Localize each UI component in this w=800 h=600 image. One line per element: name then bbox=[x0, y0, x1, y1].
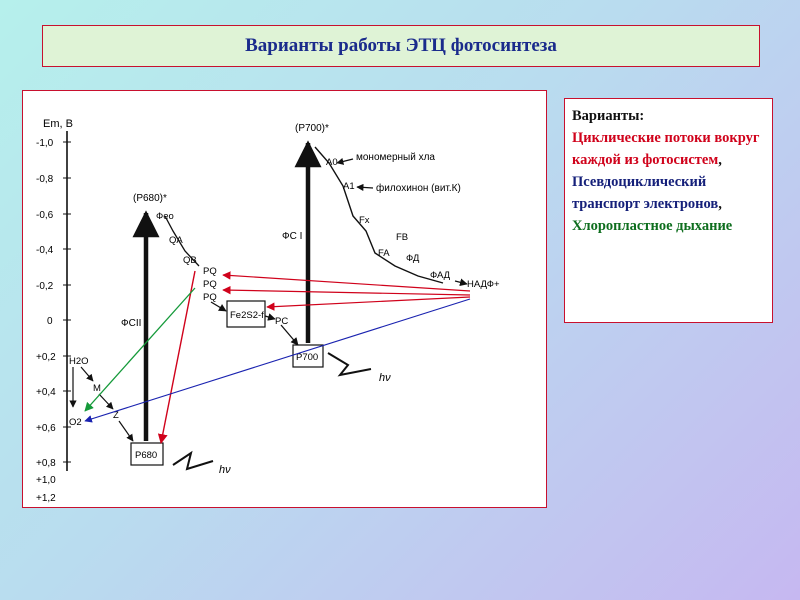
pseudocyclic-arrow bbox=[84, 298, 471, 423]
a1-label: A1 bbox=[343, 181, 355, 192]
variant-cyclic-text: Циклические потоки вокруг каждой из фото… bbox=[572, 130, 760, 168]
hv-label-ps2: hν bbox=[219, 464, 231, 476]
light-wave-icon bbox=[172, 450, 214, 471]
m-to-z-arrow bbox=[98, 393, 114, 410]
pc-to-p700-arrow bbox=[280, 324, 299, 346]
y-ticks-lower: +1,0 +1,2 bbox=[36, 475, 56, 504]
pq-to-cyt-arrow bbox=[210, 301, 227, 312]
variants-heading: Варианты: bbox=[572, 108, 645, 124]
ps2-electron-path bbox=[164, 215, 200, 267]
m-label: M bbox=[93, 383, 101, 394]
variant-chlororespiration: Хлоропластное дыхание bbox=[572, 218, 733, 234]
tick-label: -1,0 bbox=[36, 138, 54, 149]
monomer-label: мономерный хла bbox=[356, 152, 435, 163]
cyt-label: Fe2S2-f bbox=[230, 310, 264, 321]
fad-label: ФАД bbox=[430, 270, 451, 281]
hv-label-ps1: hν bbox=[379, 372, 391, 384]
cyclic-arrow-3 bbox=[266, 296, 471, 311]
fa-label: FA bbox=[378, 248, 390, 259]
p700-box bbox=[292, 344, 324, 368]
p680-box bbox=[130, 442, 164, 466]
cyclic-arrow-2 bbox=[222, 285, 471, 296]
pc-label: PC bbox=[275, 316, 288, 327]
variant-pseudocyclic: Псевдоциклический транспорт электронов, bbox=[572, 174, 722, 212]
a0-label: A0 bbox=[326, 157, 338, 168]
ps1-electron-path bbox=[314, 146, 444, 284]
pq3-label: PQ bbox=[203, 292, 217, 303]
tick-label: +0,2 bbox=[36, 352, 56, 363]
phylloquinone-pointer bbox=[356, 183, 374, 191]
tick-label: +0,6 bbox=[36, 423, 56, 434]
slide-title-box: Варианты работы ЭТЦ фотосинтеза bbox=[42, 25, 760, 67]
p680-excited-label: (P680)* bbox=[133, 193, 167, 204]
axis-label: Em, B bbox=[43, 118, 73, 130]
cyt-to-pc-arrow bbox=[264, 313, 276, 321]
p680-label: P680 bbox=[135, 450, 157, 461]
variants-panel: Варианты: Циклические потоки вокруг кажд… bbox=[564, 98, 773, 323]
tick-label: +0,8 bbox=[36, 458, 56, 469]
ps1-label: ФС I bbox=[282, 231, 302, 242]
variant-pseudocyclic-text: Псевдоциклический транспорт электронов bbox=[572, 174, 719, 212]
h2o-to-m-arrow bbox=[80, 366, 94, 382]
y-ticks: -1,0 -0,8 -0,6 -0,4 -0,2 0 +0,2 +0,4 +0,… bbox=[36, 138, 71, 469]
o2-label: O2 bbox=[69, 417, 82, 428]
z-scheme-diagram: Em, B -1,0 -0,8 -0,6 -0,4 -0,2 0 +0,2 +0… bbox=[36, 118, 500, 504]
fd-label: ФД bbox=[406, 253, 420, 264]
qb-label: QB bbox=[183, 255, 197, 266]
tick-label: -0,2 bbox=[36, 281, 54, 292]
variant-cyclic: Циклические потоки вокруг каждой из фото… bbox=[572, 130, 760, 168]
pq1-label: PQ bbox=[203, 266, 217, 277]
z-to-p680-arrow bbox=[118, 420, 134, 442]
pq2-label: PQ bbox=[203, 279, 217, 290]
tick-label: -0,4 bbox=[36, 245, 54, 256]
p700-excited-label: (P700)* bbox=[295, 123, 329, 134]
nadp-label: НАДФ+ bbox=[467, 279, 500, 290]
fb-label: FB bbox=[396, 232, 408, 243]
h2o-label: H2O bbox=[69, 356, 89, 367]
z-label: Z bbox=[113, 410, 119, 421]
cyt-b6f-box bbox=[226, 300, 266, 328]
ps2-label: ФСII bbox=[121, 318, 141, 329]
tick-label: 0 bbox=[47, 316, 53, 327]
cyclic-arrow-1 bbox=[222, 271, 471, 292]
ps2-cyclic-arrow bbox=[157, 270, 196, 444]
slide-title: Варианты работы ЭТЦ фотосинтеза bbox=[245, 35, 557, 56]
qa-label: QA bbox=[169, 235, 183, 246]
fad-to-nadp-arrow bbox=[454, 278, 468, 287]
tick-label: +1,0 bbox=[36, 475, 56, 486]
tick-label: -0,6 bbox=[36, 210, 54, 221]
tick-label: -0,8 bbox=[36, 174, 54, 185]
monomer-pointer bbox=[336, 157, 354, 165]
tick-label: +1,2 bbox=[36, 493, 56, 504]
chlororespiration-arrow bbox=[84, 287, 196, 412]
etc-diagram-panel: Em, B -1,0 -0,8 -0,6 -0,4 -0,2 0 +0,2 +0… bbox=[22, 90, 547, 508]
p700-label: P700 bbox=[296, 352, 318, 363]
phylloquinone-label: филохинон (вит.К) bbox=[376, 182, 461, 194]
light-wave-icon bbox=[327, 352, 372, 377]
fx-label: Fx bbox=[359, 215, 370, 226]
tick-label: +0,4 bbox=[36, 387, 56, 398]
